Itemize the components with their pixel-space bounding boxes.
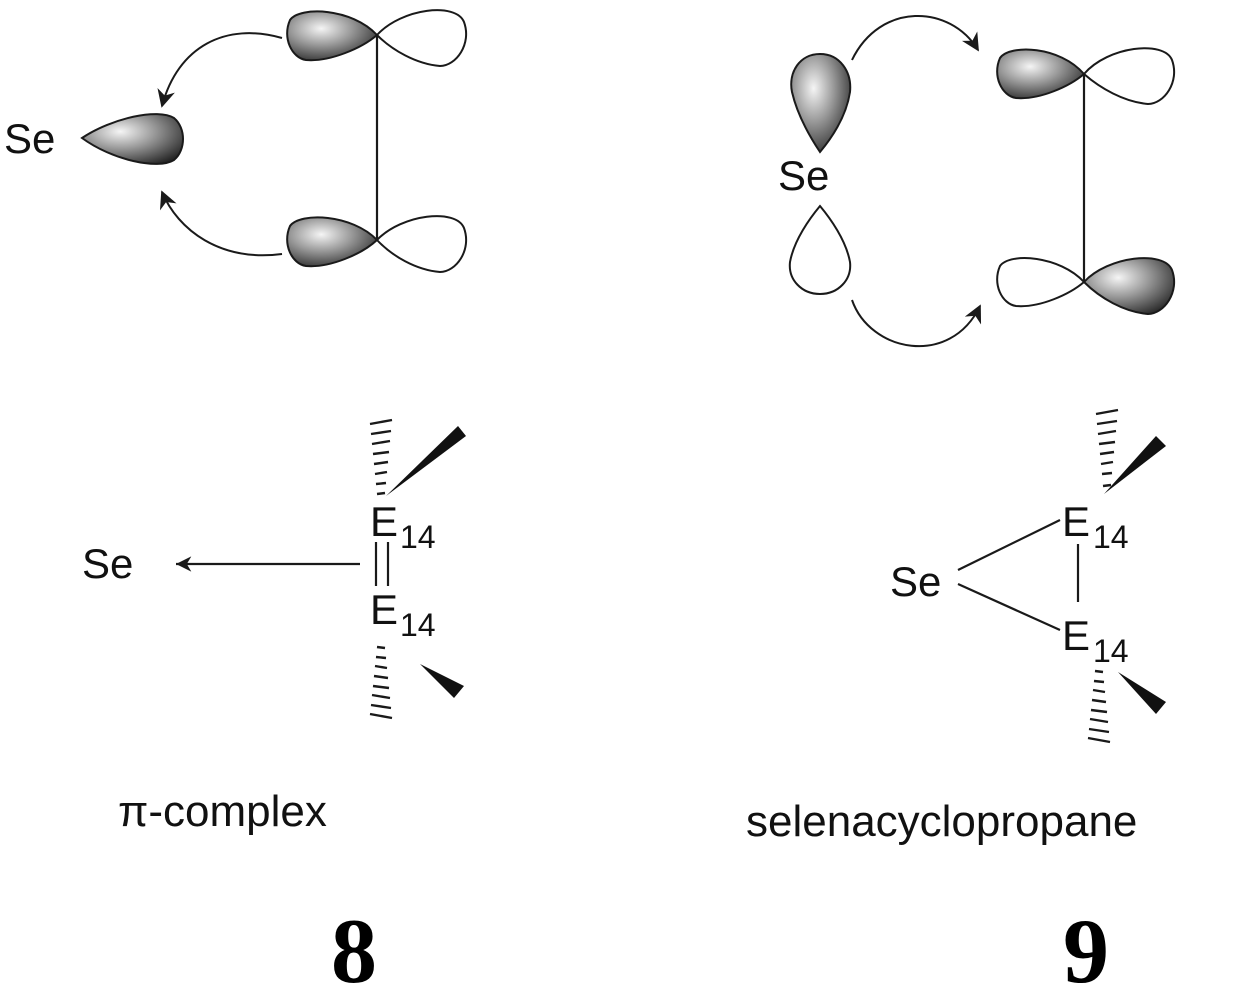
top-p-orbital-open-lobe xyxy=(375,9,468,68)
right-upper-e-label: E xyxy=(1062,498,1090,545)
pi-complex-se-label: Se xyxy=(82,540,133,587)
left-orbital-diagram: Se xyxy=(4,9,468,274)
selenacyclopropane-caption: selenacyclopropane xyxy=(746,797,1137,846)
right-upper-solid-wedge xyxy=(1104,436,1166,494)
lower-solid-wedge xyxy=(420,664,464,698)
right-donation-arrow xyxy=(851,15,979,61)
right-bottom-p-orbital-shaded-lobe xyxy=(1082,257,1176,316)
right-back-donation-arrow xyxy=(851,299,982,348)
lower-hashed-wedge xyxy=(369,645,393,720)
right-upper-hashed-wedge xyxy=(1095,408,1119,488)
se-lone-pair-orbital xyxy=(80,113,184,165)
right-top-p-orbital-open-lobe xyxy=(1082,47,1176,106)
right-orbital-se-label: Se xyxy=(778,152,829,199)
right-lower-hashed-wedge xyxy=(1087,669,1111,744)
right-lower-e-label: E xyxy=(1062,612,1090,659)
selenacyclopropane-se-label: Se xyxy=(890,558,941,605)
right-lower-solid-wedge xyxy=(1118,672,1166,714)
bottom-p-orbital-open-lobe xyxy=(375,215,468,274)
right-lower-e-subscript: 14 xyxy=(1093,633,1129,669)
left-orbital-se-label: Se xyxy=(4,115,55,162)
bottom-donation-arrow xyxy=(160,190,283,257)
se-upper-orbital-lobe xyxy=(790,52,852,154)
upper-e-subscript: 14 xyxy=(400,519,436,555)
right-upper-e-subscript: 14 xyxy=(1093,519,1129,555)
pi-complex-structure: E 14 E 14 Se xyxy=(82,418,466,720)
se-e-lower-bond xyxy=(957,582,1061,632)
top-donation-arrow xyxy=(157,32,283,108)
right-top-p-orbital-shaded-lobe xyxy=(996,48,1086,100)
lower-e-label: E xyxy=(370,586,398,633)
right-bottom-p-orbital-open-lobe xyxy=(996,257,1086,308)
upper-e-label: E xyxy=(370,498,398,545)
lower-e-subscript: 14 xyxy=(400,607,436,643)
se-e-upper-bond xyxy=(957,519,1061,571)
selenacyclopropane-structure: E 14 E 14 Se xyxy=(890,408,1166,744)
upper-hashed-wedge xyxy=(369,418,393,496)
right-orbital-diagram: Se xyxy=(778,15,1176,348)
bottom-p-orbital-shaded-lobe xyxy=(286,216,379,268)
pi-complex-caption: π-complex xyxy=(118,787,327,836)
top-p-orbital-shaded-lobe xyxy=(286,10,379,62)
compound-number-8: 8 xyxy=(331,900,377,986)
upper-solid-wedge xyxy=(386,426,466,496)
compound-number-9: 9 xyxy=(1063,900,1109,986)
se-lower-orbital-lobe xyxy=(788,204,852,296)
